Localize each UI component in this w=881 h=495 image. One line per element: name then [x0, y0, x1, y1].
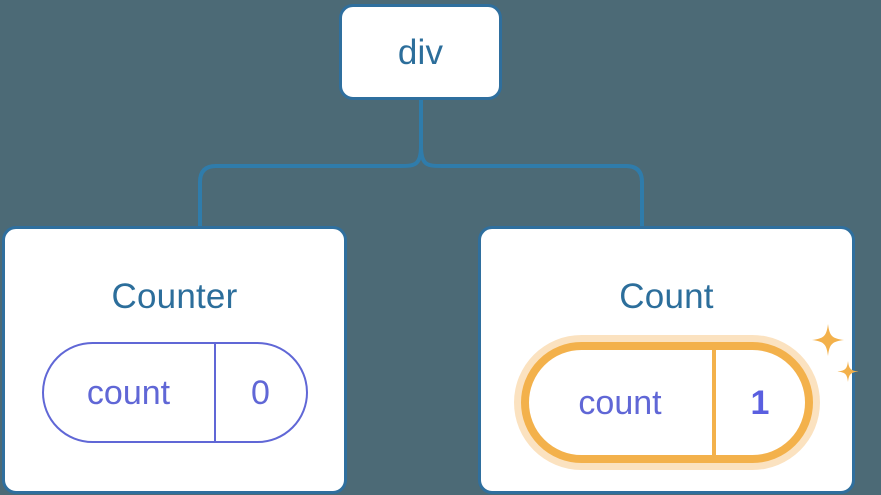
connector-branch-right: [419, 144, 644, 228]
state-pill-highlighted[interactable]: count 1: [520, 342, 813, 463]
state-value-cell: 0: [216, 344, 306, 441]
state-value-label: 1: [750, 383, 770, 422]
connector-branch-left: [198, 144, 423, 228]
component-card-count[interactable]: Count count 1: [478, 226, 858, 494]
state-key-label: count: [578, 383, 662, 422]
state-key-cell: count: [44, 344, 216, 441]
state-key-cell: count: [529, 350, 716, 455]
state-pill[interactable]: count 0: [41, 342, 308, 443]
sparkle-small-icon: [837, 361, 858, 382]
component-title: Count: [619, 277, 714, 316]
sparkle-group: [811, 324, 858, 382]
root-node-div[interactable]: div: [339, 4, 502, 100]
component-card-counter[interactable]: Counter count 0: [2, 226, 347, 494]
sparkle-large-icon: [811, 324, 844, 356]
component-title: Counter: [111, 277, 238, 316]
state-pill-wrapper: count 1: [520, 324, 858, 463]
root-node-label: div: [397, 32, 444, 72]
state-pill-wrapper: count 0: [41, 342, 308, 443]
state-key-label: count: [86, 373, 171, 412]
state-value-cell: 1: [716, 350, 805, 455]
state-value-label: 0: [251, 373, 270, 412]
